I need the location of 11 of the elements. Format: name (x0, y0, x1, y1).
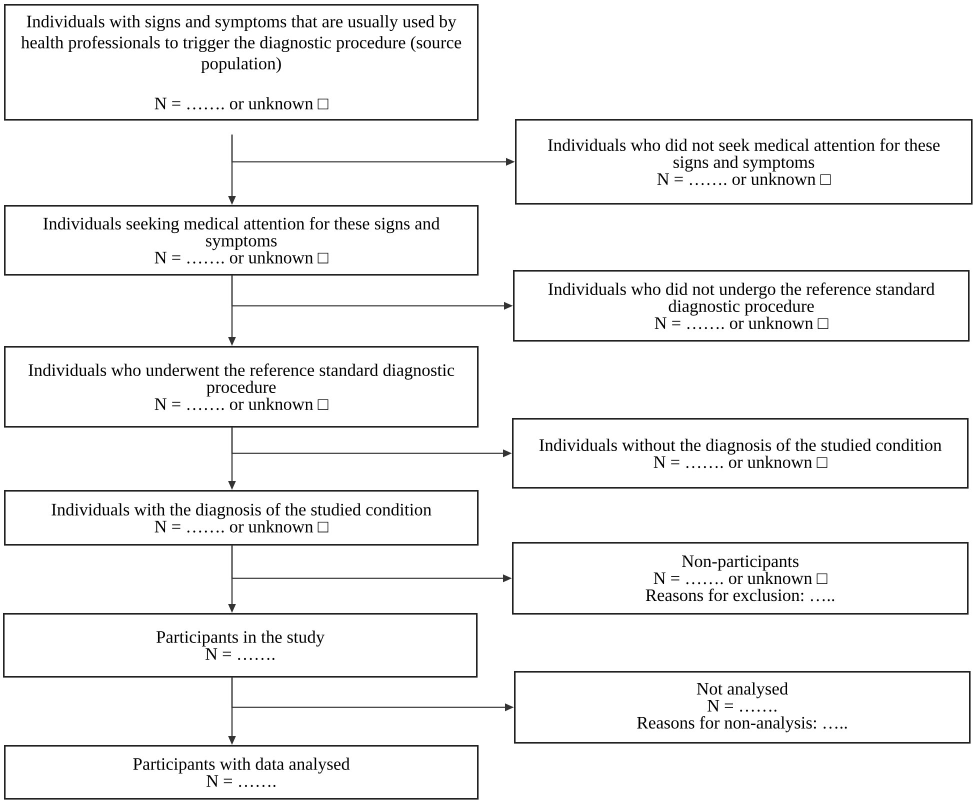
process-box: Individuals with the diagnosis of the studied condition N = ……. or unknown □ (4, 490, 479, 546)
process-box: Individuals who underwent the reference standard diagnostic procedure N = ……. or unknown □ (4, 346, 479, 428)
process-box: Participants in the study N = ……. (3, 613, 478, 678)
process-box: Individuals without the diagnosis of the studied condition N = ……. or unknown □ (512, 418, 969, 489)
process-box: Not analysed N = ……. Reasons for non-analysis: ….. (514, 671, 971, 744)
process-box: Individuals with signs and symptoms that are usually used by health professionals to trigger the diagnostic procedure (source population) N = ……. or unknown □ (4, 4, 479, 121)
process-box: Individuals seeking medical attention for these signs and symptoms N = ……. or unknown □ (4, 205, 479, 276)
process-box: Participants with data analysed N = ……. (4, 745, 479, 800)
process-box: Individuals who did not undergo the reference standard diagnostic procedure N = ……. or unknown □ (513, 270, 970, 342)
process-box: Non-participants N = ……. or unknown □ Reasons for exclusion: ….. (512, 542, 969, 615)
process-box: Individuals who did not seek medical attention for these signs and symptoms N = ……. or unknown □ (515, 119, 973, 205)
